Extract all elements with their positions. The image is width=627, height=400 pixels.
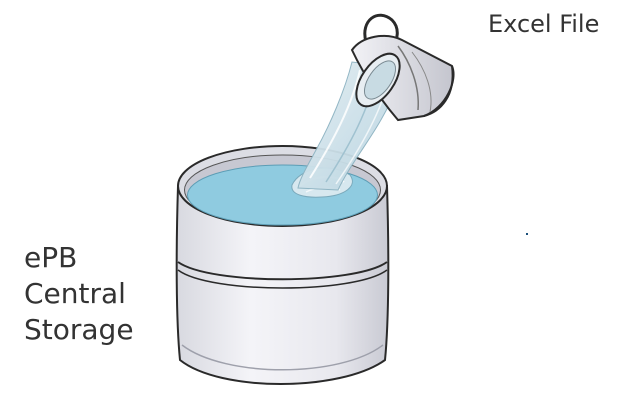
- excel-file-label: Excel File: [488, 8, 599, 40]
- central-storage-label: ePB Central Storage: [24, 240, 134, 348]
- stray-dot: [526, 233, 528, 235]
- water-drum-icon: [177, 146, 389, 384]
- pouring-bucket-icon: [348, 15, 454, 120]
